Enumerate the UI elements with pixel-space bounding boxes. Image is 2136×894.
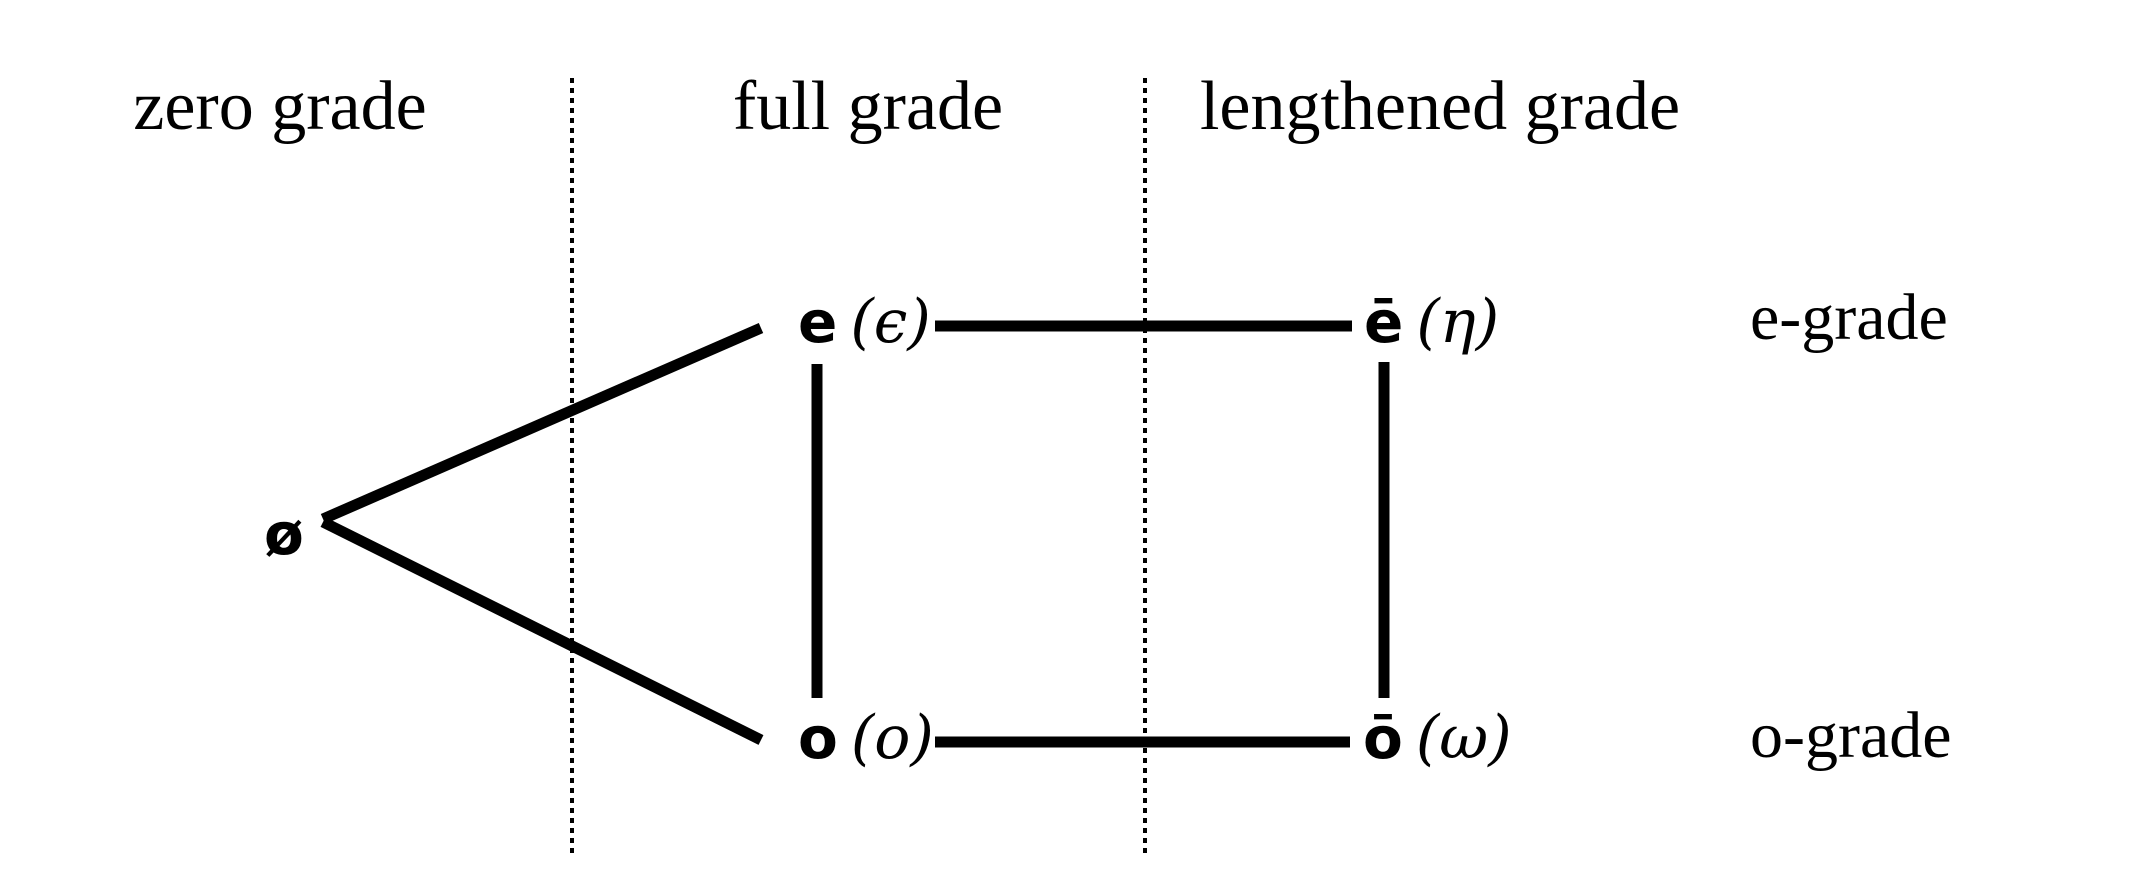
column-header-full-grade: full grade [732,68,1004,145]
node-full-grade-o-gloss: (o) [850,703,934,773]
node-lengthened-grade-e-gloss: (η) [1416,287,1500,357]
column-header-zero-grade: zero grade [133,68,427,145]
node-lengthened-grade-e-letter: ē [1364,288,1404,356]
node-zero-grade: ø [264,505,304,563]
node-lengthened-grade-o-letter: ō [1363,704,1403,772]
node-lengthened-grade-o-gloss: (ω) [1415,703,1512,773]
node-full-grade-e: e (ϵ) [798,292,931,352]
node-full-grade-o-letter: o [798,704,838,772]
row-label-o-grade: o-grade [1750,699,1952,772]
node-zero-grade-letter: ø [264,500,304,568]
node-full-grade-e-letter: e [798,288,838,356]
node-full-grade-e-gloss: (ϵ) [850,287,931,357]
node-lengthened-grade-o: ō (ω) [1363,708,1512,768]
node-full-grade-o: o (o) [798,708,934,768]
row-label-e-grade: e-grade [1750,281,1948,354]
node-lengthened-grade-e: ē (η) [1364,292,1499,352]
edge-zero-to-full-e [320,322,764,525]
edge-zero-to-full-o [320,517,764,745]
column-header-lengthened-grade: lengthened grade [1199,68,1681,145]
